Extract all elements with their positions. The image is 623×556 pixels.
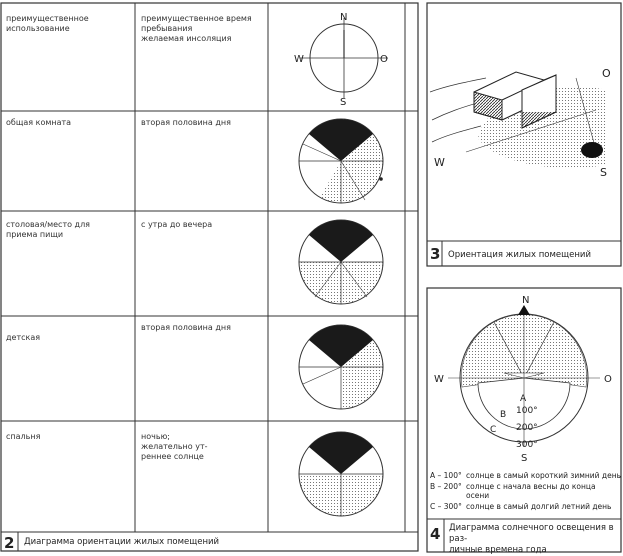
- panel-4-s: S: [521, 453, 527, 464]
- orientation-table: преимущественное использование преимущес…: [0, 2, 419, 552]
- legend-text: солнце в самый долгий летний день: [466, 502, 612, 511]
- legend-item: A – 100° солнце в самый короткий зимний …: [430, 471, 622, 480]
- row-4-room: спальня: [6, 432, 41, 441]
- panel-4-o: O: [604, 374, 612, 385]
- legend-key: B – 200°: [430, 482, 462, 491]
- row-3-room: детская: [6, 333, 41, 342]
- caption-3-number: 3: [430, 245, 441, 263]
- row-1-time: вторая половина дня: [141, 118, 231, 127]
- arc-b: B: [500, 410, 506, 420]
- compass-rose: N S W O: [294, 12, 388, 105]
- row-1-room: общая комната: [6, 118, 72, 127]
- legend-text: солнце в самый короткий зимний день: [466, 471, 622, 480]
- legend-key: A – 100°: [430, 471, 462, 480]
- caption-3-text: Ориентация жилых помещений: [448, 250, 591, 260]
- caption-4-text: Диаграмма солнечного освещения в раз- ли…: [449, 523, 614, 555]
- panel-4: N W O S A B C 100° 200° 300° A – 100° со…: [426, 287, 623, 555]
- table-grid: [0, 2, 419, 552]
- row-2-room: столовая/место для приема пищи: [6, 220, 90, 239]
- panel-4-frame: N W O S A B C 100° 200° 300°: [426, 287, 622, 553]
- panel-3-s: S: [600, 166, 607, 179]
- panel-3-o: O: [602, 67, 611, 80]
- arc-a-deg: 100°: [516, 406, 538, 416]
- compass-w: W: [294, 54, 304, 65]
- arc-b-deg: 200°: [516, 423, 538, 433]
- legend-text: солнце с начала весны до конца осени: [466, 482, 596, 500]
- compass-o: O: [380, 54, 388, 65]
- caption-4-number: 4: [430, 525, 441, 543]
- row-1-diagram: [298, 118, 384, 204]
- legend-item: B – 200° солнце с начала весны до конца …: [430, 482, 622, 500]
- header-time: преимущественное время пребывания желаем…: [141, 14, 252, 43]
- arc-c-deg: 300°: [516, 440, 538, 450]
- panel-4-n: N: [522, 295, 529, 306]
- row-2-time: с утра до вечера: [141, 220, 213, 229]
- legend-item: C – 300° солнце в самый долгий летний де…: [430, 502, 622, 511]
- row-3-time: вторая половина дня: [141, 323, 231, 332]
- caption-2-text: Диаграмма ориентации жилых помещений: [24, 537, 220, 547]
- row-3-diagram: [298, 324, 384, 410]
- row-4-time: ночью; желательно ут- реннее солнце: [141, 432, 208, 461]
- arc-a: A: [520, 394, 527, 404]
- caption-2-number: 2: [4, 534, 15, 552]
- compass-n: N: [340, 12, 347, 23]
- legend-key: C – 300°: [430, 502, 462, 511]
- panel-3-frame: O W S: [426, 2, 622, 267]
- row-2-diagram: [298, 219, 384, 305]
- panel-3: O W S 3 Ориентация жилых помещений: [426, 0, 623, 268]
- row-4-diagram: [298, 431, 384, 517]
- legend: A – 100° солнце в самый короткий зимний …: [430, 471, 622, 511]
- header-usage: преимущественное использование: [6, 14, 89, 33]
- compass-s: S: [340, 97, 346, 105]
- arc-c: C: [490, 425, 496, 435]
- panel-3-w: W: [434, 156, 445, 169]
- panel-4-w: W: [434, 374, 444, 385]
